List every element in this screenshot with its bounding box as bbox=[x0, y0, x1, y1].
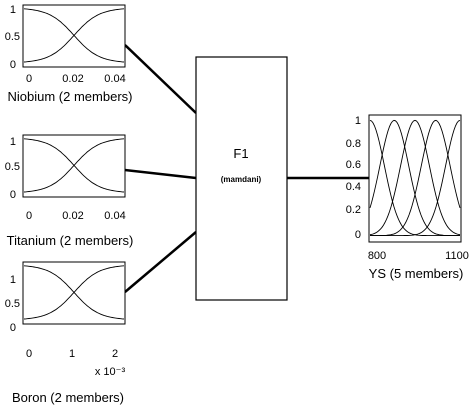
input-boron-xtick-1: 1 bbox=[69, 348, 75, 360]
output-ys-xtick-1100: 1100 bbox=[445, 250, 469, 262]
input-niobium-ytick-0: 0 bbox=[10, 59, 16, 71]
input-niobium-xtick-0: 0 bbox=[26, 73, 32, 85]
input-niobium-xtick-0.04: 0.04 bbox=[104, 73, 125, 85]
input-boron-xtick-0: 0 bbox=[26, 348, 32, 360]
fis-method: (mamdani) bbox=[221, 175, 262, 184]
connector-boron bbox=[124, 231, 197, 293]
input-titanium-xtick-0: 0 bbox=[26, 210, 32, 222]
connectors bbox=[124, 44, 369, 293]
connector-niobium bbox=[124, 44, 197, 114]
fis-name: F1 bbox=[233, 146, 248, 161]
input-boron-ytick-0.5: 0.5 bbox=[5, 298, 20, 310]
output-ys-ytick-0: 0 bbox=[355, 229, 361, 241]
input-boron: 1 0.5 0 0 1 2 x 10⁻³ Boron (2 members) bbox=[5, 261, 126, 405]
input-niobium-ytick-1: 1 bbox=[10, 4, 16, 16]
input-boron-exponent: x 10⁻³ bbox=[95, 366, 126, 378]
input-titanium-xtick-0.04: 0.04 bbox=[104, 210, 125, 222]
input-niobium-caption: Niobium (2 members) bbox=[8, 89, 133, 104]
input-titanium-ytick-1: 1 bbox=[10, 136, 16, 148]
output-ys-xtick-800: 800 bbox=[368, 250, 386, 262]
output-ys-ytick-0.6: 0.6 bbox=[346, 159, 361, 171]
input-boron-ytick-0: 0 bbox=[10, 322, 16, 334]
input-titanium-ytick-0: 0 bbox=[10, 189, 16, 201]
output-ys-caption: YS (5 members) bbox=[369, 266, 464, 281]
input-boron-mf-high bbox=[23, 265, 125, 320]
input-titanium-mf-high bbox=[23, 138, 125, 193]
output-ys: 1 0.8 0.6 0.4 0.2 0 800 1100 YS (5 membe… bbox=[346, 114, 469, 281]
input-titanium-xtick-0.02: 0.02 bbox=[62, 210, 83, 222]
output-ys-mf-3 bbox=[369, 119, 461, 236]
output-ys-ytick-0.2: 0.2 bbox=[346, 204, 361, 216]
output-ys-ytick-0.8: 0.8 bbox=[346, 138, 361, 150]
input-niobium-ytick-0.5: 0.5 bbox=[5, 31, 20, 43]
output-ys-ytick-0.4: 0.4 bbox=[346, 181, 361, 193]
input-titanium-caption: Titanium (2 members) bbox=[7, 233, 134, 248]
output-ys-mf-5 bbox=[370, 119, 461, 237]
fis-box bbox=[195, 56, 288, 301]
input-niobium-mf-high bbox=[23, 8, 125, 63]
input-titanium: 1 0.5 0 0 0.02 0.04 Titanium (2 members) bbox=[5, 134, 134, 248]
output-ys-ytick-1: 1 bbox=[355, 115, 361, 127]
input-niobium: 1 0.5 0 0 0.02 0.04 Niobium (2 members) bbox=[5, 4, 133, 104]
input-titanium-ytick-0.5: 0.5 bbox=[5, 161, 20, 173]
output-ys-plot-frame bbox=[368, 114, 462, 243]
input-niobium-xtick-0.02: 0.02 bbox=[62, 73, 83, 85]
fis-system-block: F1 (mamdani) bbox=[195, 56, 288, 301]
input-boron-xtick-2: 2 bbox=[112, 348, 118, 360]
input-boron-caption: Boron (2 members) bbox=[12, 390, 124, 405]
connector-titanium bbox=[124, 168, 197, 180]
input-boron-ytick-1: 1 bbox=[10, 274, 16, 286]
